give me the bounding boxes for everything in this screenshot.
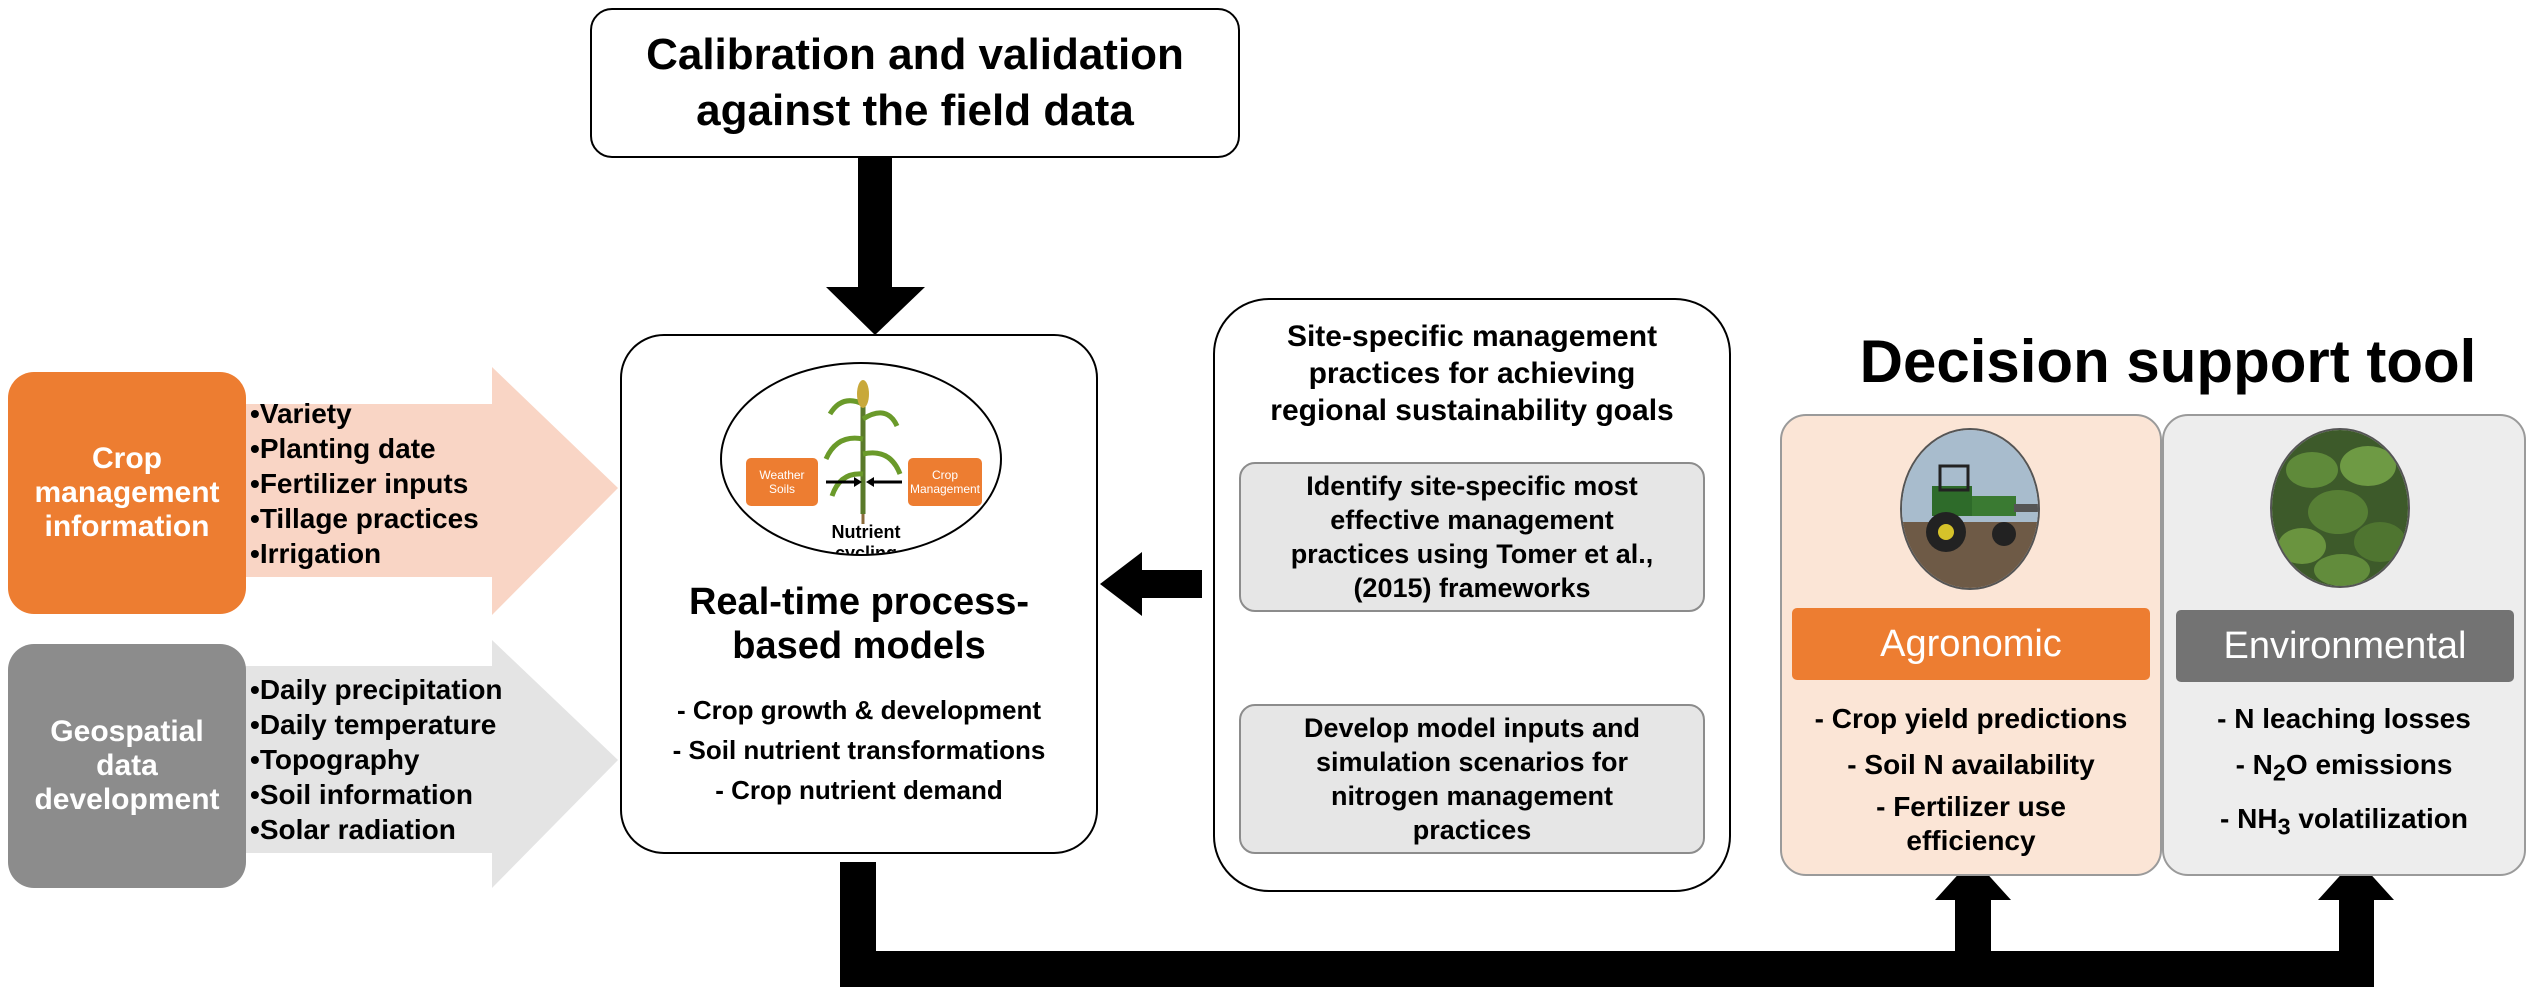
crop-management-box: Crop management information [8,372,246,614]
geospatial-box: Geospatial data development [8,644,246,888]
geo-label-line3: development [34,783,220,816]
site-to-models-arrow [1100,552,1202,616]
develop-line1: Develop model inputs and [1303,713,1641,743]
site-title-line3: regional sustainability goals [1270,394,1674,427]
develop-line2: simulation scenarios for [1315,747,1629,777]
list-item: - N2O emissions [2235,749,2453,786]
list-item: Soil N availability [1782,742,2160,788]
list-item: Crop nutrient demand [622,770,1096,810]
crop-canopy-photo [2270,428,2410,588]
site-specific-title: Site-specific management practices for a… [1215,318,1729,429]
list-item: Crop yield predictions [1782,696,2160,742]
identify-practices-box: Identify site-specific most effective ma… [1239,462,1705,612]
leaf-canopy-icon [2272,430,2408,586]
list-item: Daily temperature [250,707,503,742]
list-item: Crop growth & development [622,690,1096,730]
decision-support-title: Decision support tool [1859,328,2477,395]
process-models-box: Weather Soils Crop Management Nutrient c… [620,334,1098,854]
models-title-line1: Real-time process- [688,581,1029,623]
agronomic-label: Agronomic [1792,608,2150,680]
develop-line4: practices [1412,815,1532,845]
list-item: Planting date [250,431,479,466]
tractor-photo [1900,428,2040,590]
list-item: - NH3 volatilization [2220,802,2468,840]
models-to-dst-connector [840,858,2394,987]
nutrient-cycling-label: Nutrient cycling [831,522,901,556]
list-item: Irrigation [250,536,479,571]
environmental-panel: Environmental - N leaching losses - N2O … [2162,414,2526,876]
list-item: Solar radiation [250,812,503,847]
identify-line3: practices using Tomer et al., [1290,539,1654,569]
identify-line2: effective management [1330,505,1614,535]
geo-label-line2: data [96,749,158,782]
list-item: Soil nutrient transformations [622,730,1096,770]
models-title: Real-time process- based models [622,580,1096,668]
site-title-line1: Site-specific management [1286,320,1658,353]
agronomic-list-item-3: - Fertilizer use efficiency [1876,791,2066,856]
list-item: Topography [250,742,503,777]
develop-line3: nitrogen management [1330,781,1614,811]
list-item: Daily precipitation [250,672,503,707]
geo-label-line1: Geospatial [50,715,204,748]
geospatial-list: Daily precipitation Daily temperature To… [250,672,503,847]
weather-soils-label: Weather Soils [746,458,818,506]
nutrient-cycling-figure: Weather Soils Crop Management Nutrient c… [720,362,1002,556]
list-item: - N leaching losses [2217,703,2471,734]
crop-label-line3: information [44,510,210,543]
corn-plant-icon [823,380,903,524]
list-item: Soil information [250,777,503,812]
calibration-box: Calibration and validation against the f… [590,8,1240,158]
fertilizer-efficiency-text: Fertilizer use efficiency [1893,791,2066,856]
list-item: Variety [250,396,479,431]
agronomic-list: Crop yield predictions Soil N availabili… [1782,696,2160,788]
identify-line4: (2015) frameworks [1353,573,1591,603]
crop-management-list: Variety Planting date Fertilizer inputs … [250,396,479,571]
calibration-line2: against the field data [696,86,1134,135]
models-title-line2: based models [732,625,986,667]
identify-line1: Identify site-specific most [1306,471,1638,501]
environmental-list: - N leaching losses - N2O emissions - NH… [2164,696,2524,849]
calibration-line1: Calibration and validation [646,30,1184,79]
calibration-down-arrow [826,157,925,335]
site-title-line2: practices for achieving [1308,357,1636,390]
list-item: Tillage practices [250,501,479,536]
tractor-icon [1902,430,2038,588]
agronomic-panel: Agronomic Crop yield predictions Soil N … [1780,414,2162,876]
environmental-label: Environmental [2176,610,2514,682]
crop-label-line2: management [34,476,220,509]
models-list: Crop growth & development Soil nutrient … [622,690,1096,810]
crop-management-small-label: Crop Management [908,458,982,506]
site-specific-box: Site-specific management practices for a… [1213,298,1731,892]
develop-inputs-box: Develop model inputs and simulation scen… [1239,704,1705,854]
crop-label-line1: Crop [92,442,162,475]
list-item: Fertilizer inputs [250,466,479,501]
